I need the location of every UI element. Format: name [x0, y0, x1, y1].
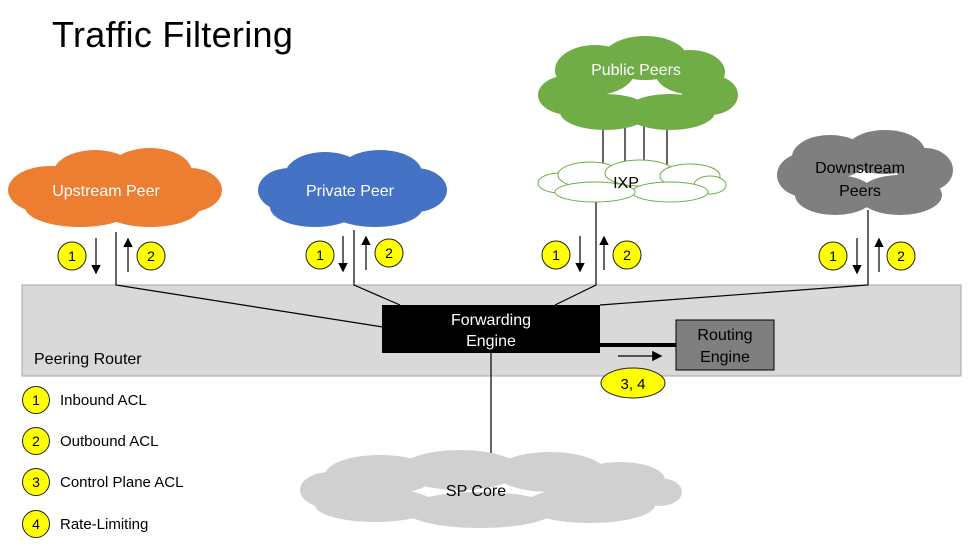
downstream-outbound-badge-label: 2 [897, 248, 905, 264]
routing-engine-label-line2: Engine [700, 349, 750, 366]
legend-item-rate-limiting: 4 Rate-Limiting [22, 509, 148, 539]
private-inbound-badge-label: 1 [316, 247, 324, 263]
ixp-cloud [537, 159, 727, 203]
forwarding-engine-label-line1: Forwarding [451, 312, 531, 329]
ixp-inbound-badge-label: 1 [552, 247, 560, 263]
sp-core-cloud [300, 450, 682, 528]
downstream-link [599, 210, 869, 306]
ixp-link [554, 195, 597, 306]
legend-item-control-plane-acl: 3 Control Plane ACL [22, 467, 183, 497]
upstream-outbound-badge-label: 2 [147, 248, 155, 264]
legend-item-inbound-acl: 1 Inbound ACL [22, 385, 147, 415]
peering-router-label: Peering Router [34, 351, 142, 368]
ixp-outbound-badge [612, 240, 642, 270]
private-link [353, 230, 401, 306]
legend-badge: 3 [22, 468, 50, 496]
private-inbound-badge [305, 240, 335, 270]
control-plane-badge-label: 3, 4 [620, 376, 645, 393]
page-title: Traffic Filtering [52, 14, 294, 55]
routing-engine-label-line1: Routing [697, 327, 752, 344]
downstream-inbound-badge [818, 241, 848, 271]
control-plane-badge [600, 367, 666, 399]
legend-item-outbound-acl: 2 Outbound ACL [22, 426, 158, 456]
private-outbound-badge [374, 238, 404, 268]
legend-label: Outbound ACL [60, 432, 159, 450]
private-outbound-badge-label: 2 [385, 245, 393, 261]
legend-label: Control Plane ACL [60, 473, 184, 491]
downstream-peers-cloud [777, 130, 953, 215]
ixp-inbound-badge [541, 240, 571, 270]
ixp-label: IXP [613, 175, 639, 192]
upstream-inbound-badge-label: 1 [68, 248, 76, 264]
downstream-outbound-badge [886, 241, 916, 271]
upstream-peer-cloud [8, 148, 222, 227]
sp-core-label: SP Core [446, 483, 506, 500]
ixp-outbound-badge-label: 2 [623, 247, 631, 263]
downstream-peers-label-line1: Downstream [815, 160, 905, 177]
upstream-outbound-badge [136, 241, 166, 271]
downstream-inbound-badge-label: 1 [829, 248, 837, 264]
upstream-link [115, 232, 384, 328]
legend-badge: 1 [22, 386, 50, 414]
downstream-peers-label-line2: Peers [839, 183, 881, 200]
public-peers-cloud [538, 36, 738, 130]
private-peer-cloud [258, 150, 447, 227]
public-peers-label: Public Peers [591, 62, 681, 79]
forwarding-engine [382, 305, 600, 353]
legend-label: Rate-Limiting [60, 515, 149, 533]
upstream-peer-label: Upstream Peer [52, 183, 160, 200]
legend-label: Inbound ACL [60, 391, 147, 409]
upstream-inbound-badge [57, 241, 87, 271]
legend-badge: 4 [22, 510, 50, 538]
private-peer-label: Private Peer [306, 183, 395, 200]
forwarding-engine-label-line2: Engine [466, 333, 516, 350]
legend-badge: 2 [22, 427, 50, 455]
routing-engine [675, 319, 775, 371]
